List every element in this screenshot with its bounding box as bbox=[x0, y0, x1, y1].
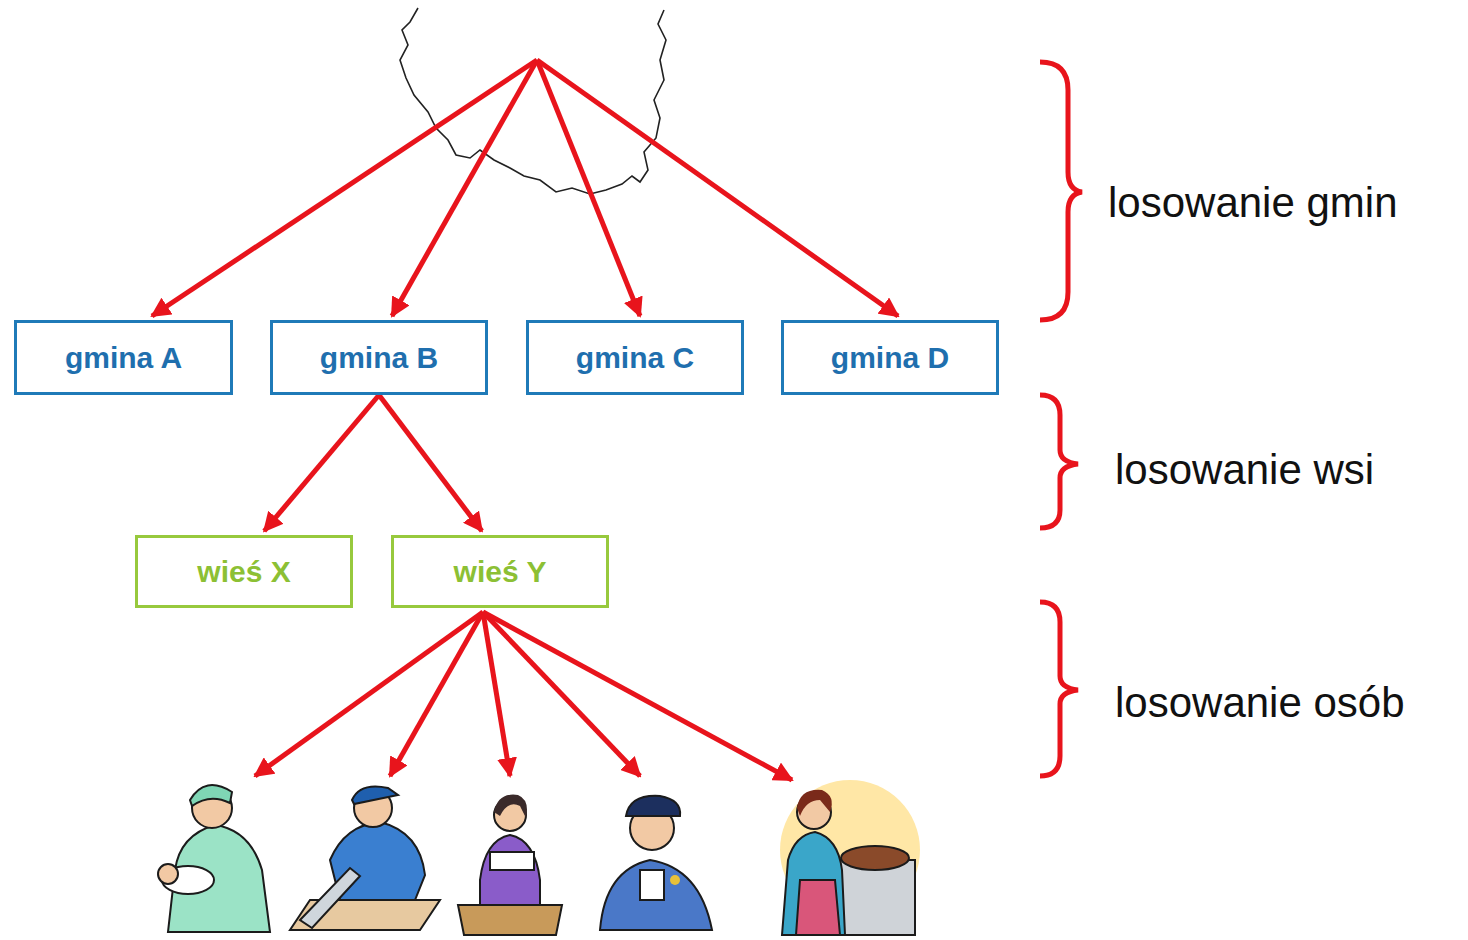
curly-brackets bbox=[1040, 62, 1082, 776]
stage-label: losowanie gmin bbox=[1108, 179, 1398, 227]
connector-arrow bbox=[264, 395, 379, 531]
node-label: gmina A bbox=[65, 341, 182, 375]
gmina-box: gmina B bbox=[270, 320, 488, 395]
carpenter-figure bbox=[290, 787, 440, 931]
connector-arrow bbox=[379, 395, 482, 531]
woman-laundry-figure bbox=[458, 795, 562, 935]
gmina-box: gmina C bbox=[526, 320, 744, 395]
map-outline bbox=[400, 8, 666, 194]
node-label: wieś X bbox=[197, 555, 290, 589]
stage-label: losowanie osób bbox=[1115, 679, 1405, 727]
policeman-figure bbox=[600, 796, 712, 930]
node-label: gmina C bbox=[576, 341, 694, 375]
gmina-box: gmina A bbox=[14, 320, 233, 395]
selection-arrows bbox=[152, 60, 898, 780]
nurse-figure bbox=[158, 785, 270, 932]
cook-figure bbox=[780, 780, 920, 935]
gmina-box: gmina D bbox=[781, 320, 999, 395]
node-label: gmina B bbox=[320, 341, 438, 375]
node-label: wieś Y bbox=[454, 555, 547, 589]
node-label: gmina D bbox=[831, 341, 949, 375]
village-box: wieś X bbox=[135, 535, 353, 608]
village-box: wieś Y bbox=[391, 535, 609, 608]
stage-label: losowanie wsi bbox=[1115, 446, 1374, 494]
